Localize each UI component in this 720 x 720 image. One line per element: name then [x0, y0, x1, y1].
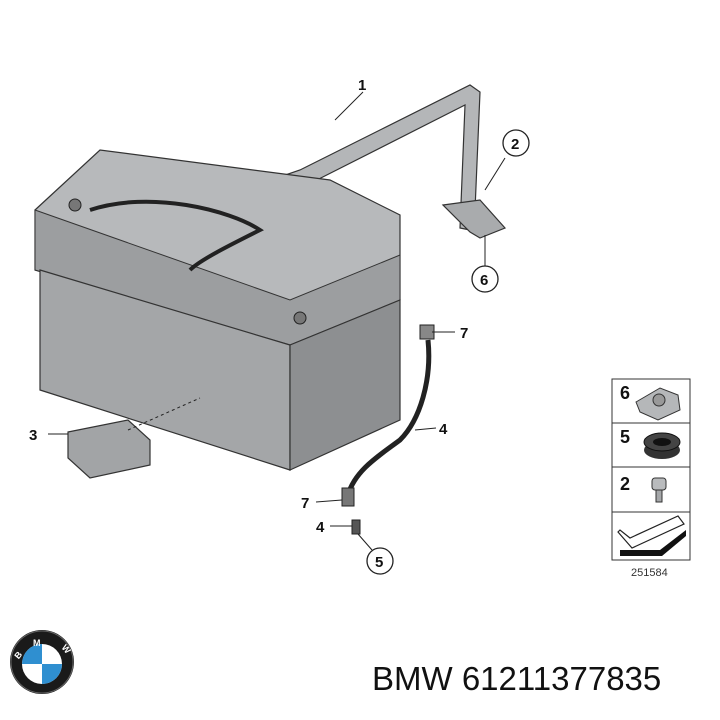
part-number-title: BMW 61211377835: [372, 660, 662, 697]
vent-hose-part-4: [345, 339, 432, 496]
legend-box: 6 5 2 251584: [611, 378, 691, 579]
arrow-direction-icon: [617, 515, 686, 556]
leader-lines: [48, 91, 506, 551]
legend-number-6: 6: [620, 383, 630, 403]
callout-7-bottom: 7: [301, 495, 309, 512]
grommet-icon: [643, 432, 681, 459]
svg-text:B: B: [12, 649, 24, 661]
battery: [34, 149, 401, 471]
reference-number: 251584: [631, 567, 668, 579]
callout-1: 1: [358, 77, 366, 94]
callout-4-bottom: 4: [316, 519, 325, 536]
callout-2: 2: [511, 136, 519, 153]
callout-5: 5: [375, 554, 383, 571]
callout-circle-6: [471, 265, 499, 293]
callout-circle-2: [502, 129, 530, 157]
callout-7-top: 7: [460, 325, 468, 342]
bmw-logo: M B W: [10, 630, 74, 694]
spacer-part-3: [67, 419, 151, 479]
elbow-part-7: [341, 487, 355, 507]
legend-number-5: 5: [620, 427, 630, 447]
callout-6: 6: [480, 272, 488, 289]
callout-3: 3: [29, 427, 37, 444]
hose-end: [351, 519, 361, 535]
screw-icon: [651, 477, 667, 503]
svg-text:M: M: [33, 638, 41, 648]
clip-nut-icon: [635, 387, 681, 421]
callout-4-top: 4: [439, 421, 448, 438]
elbow-part-7-top: [419, 324, 435, 340]
callout-circle-5: [366, 547, 394, 575]
legend-number-2: 2: [620, 474, 630, 494]
